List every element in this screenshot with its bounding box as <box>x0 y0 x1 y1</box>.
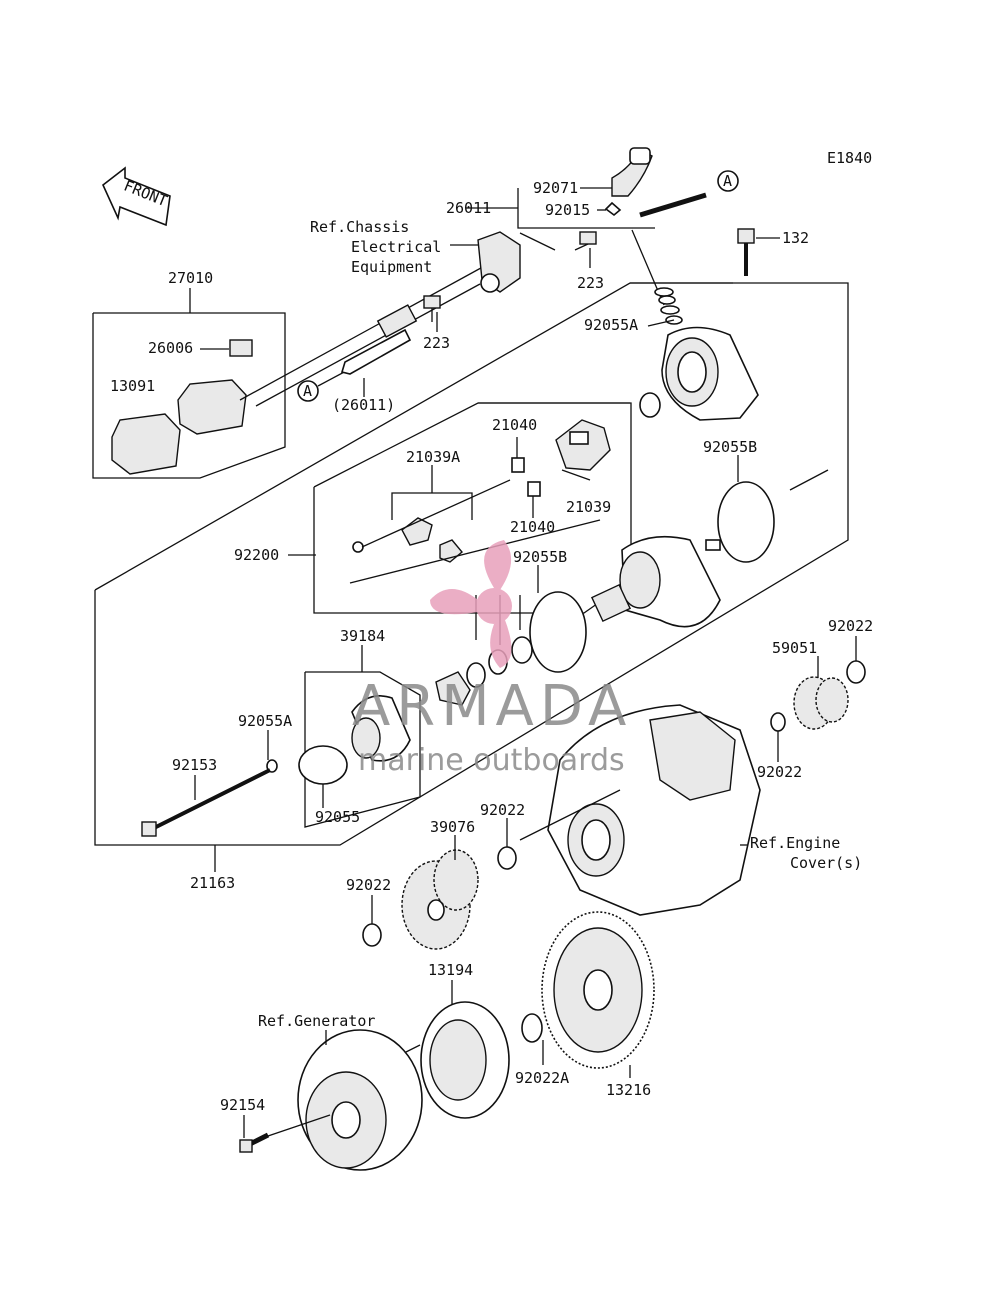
part-27010: 27010 <box>168 269 213 287</box>
washer-92022-r2 <box>770 712 786 732</box>
part-92055: 92055 <box>315 808 360 826</box>
part-39184: 39184 <box>340 627 385 645</box>
part-92055b-center: 92055B <box>513 548 567 566</box>
terminal-boot <box>611 147 653 197</box>
starter-relay <box>111 339 253 475</box>
part-13091: 13091 <box>110 377 155 395</box>
o-ring-right <box>717 481 775 563</box>
starter-cable <box>340 231 521 375</box>
o-ring-92055 <box>298 745 348 785</box>
callout-a-left: A <box>303 382 312 400</box>
ref-generator: Ref.Generator <box>258 1012 375 1030</box>
starter-end-cover <box>661 326 759 421</box>
part-92055b-right: 92055B <box>703 438 757 456</box>
part-92015: 92015 <box>545 201 590 219</box>
bolt-132 <box>737 228 755 276</box>
part-92153: 92153 <box>172 756 217 774</box>
part-21040-a: 21040 <box>492 416 537 434</box>
armada-watermark: ARMADA marine outboards <box>352 540 632 778</box>
gear-59051 <box>793 676 849 730</box>
part-132: 132 <box>782 229 809 247</box>
ref-chassis: Ref.Chassis <box>310 218 409 236</box>
washer-92022-c <box>497 846 517 870</box>
part-21039: 21039 <box>566 498 611 516</box>
diagram-code: E1840 <box>827 149 872 167</box>
brush-holder <box>555 419 611 471</box>
part-92055a-left: 92055A <box>238 712 292 730</box>
part-92022-r2: 92022 <box>757 763 802 781</box>
part-92022-l: 92022 <box>346 876 391 894</box>
watermark-tagline: marine outboards <box>358 743 625 778</box>
part-92154: 92154 <box>220 1096 265 1114</box>
propeller-logo-icon <box>430 540 512 668</box>
armature <box>590 535 721 628</box>
part-59051: 59051 <box>772 639 817 657</box>
watermark-brand: ARMADA <box>352 674 632 739</box>
part-92055a-top: 92055A <box>584 316 638 334</box>
part-39076: 39076 <box>430 818 475 836</box>
part-21163: 21163 <box>190 874 235 892</box>
part-26011-ref: (26011) <box>332 396 395 414</box>
front-cover <box>351 671 471 762</box>
front-arrow-icon: FRONT <box>102 166 171 227</box>
washer-stack <box>654 287 683 325</box>
bolt-92154 <box>239 1132 270 1153</box>
washer-top <box>639 392 661 418</box>
one-way-clutch <box>420 1001 510 1119</box>
engine-cover <box>547 704 761 916</box>
ring-gear <box>541 911 655 1069</box>
ref-chassis-2: Electrical <box>351 238 441 256</box>
ref-engine-2: Cover(s) <box>790 854 862 872</box>
terminal-cable-end: A <box>604 170 739 218</box>
washer-92022a <box>521 1013 543 1043</box>
bolt-223-a <box>423 295 441 322</box>
part-223-a: 223 <box>423 334 450 352</box>
ref-engine: Ref.Engine <box>750 834 840 852</box>
springs <box>511 457 541 497</box>
part-92022-c: 92022 <box>480 801 525 819</box>
part-92022-r1: 92022 <box>828 617 873 635</box>
bolt-223-b <box>574 231 597 251</box>
ref-chassis-3: Equipment <box>351 258 432 276</box>
part-223-b: 223 <box>577 274 604 292</box>
part-21039a: 21039A <box>406 448 460 466</box>
gear-39076 <box>401 849 479 950</box>
long-bolt <box>141 768 271 837</box>
brush-assembly <box>352 517 463 563</box>
washer-92022-l <box>362 923 382 947</box>
callout-a-right: A <box>723 172 732 190</box>
generator-rotor <box>297 1029 423 1171</box>
part-92200: 92200 <box>234 546 279 564</box>
part-13216: 13216 <box>606 1081 651 1099</box>
washer-92022-r1 <box>846 660 866 684</box>
part-26011: 26011 <box>446 199 491 217</box>
part-26006: 26006 <box>148 339 193 357</box>
part-13194: 13194 <box>428 961 473 979</box>
part-21040-b: 21040 <box>510 518 555 536</box>
part-92071: 92071 <box>533 179 578 197</box>
part-92022a: 92022A <box>515 1069 569 1087</box>
o-ring-center <box>529 591 587 673</box>
